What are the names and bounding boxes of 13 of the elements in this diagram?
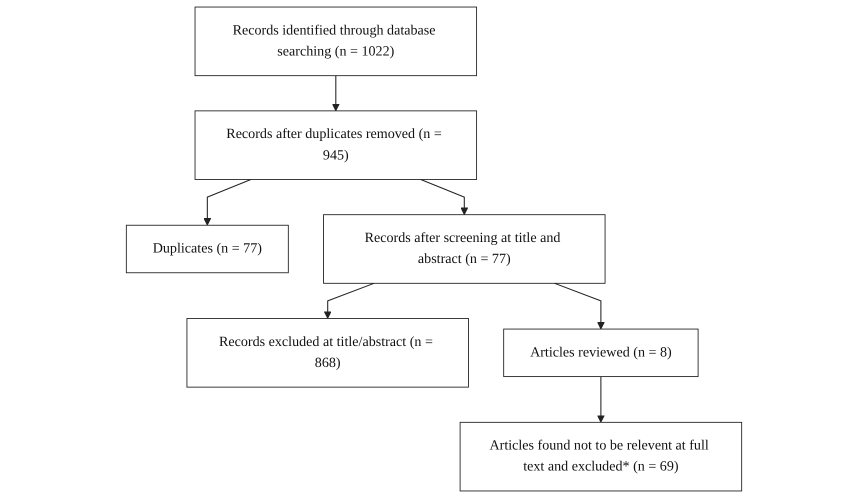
arrow <box>332 76 340 112</box>
node-box: Records after duplicates removed (n = 945) <box>194 110 478 180</box>
node-box: Duplicates (n = 77) <box>126 224 289 274</box>
node-box: Records identified through database searching (n = 1022) <box>194 6 478 76</box>
node-box: Articles found not to be relevent at full text and excluded* (n = 69) <box>460 422 742 492</box>
node-box: Records after screening at title and abstract (n = 77) <box>323 214 606 284</box>
node-box: Records excluded at title/abstract (n = 868) <box>186 318 469 388</box>
arrow <box>324 282 374 319</box>
arrow <box>554 282 605 330</box>
arrow <box>420 179 468 216</box>
arrow <box>597 376 605 423</box>
node-box: Articles reviewed (n = 8) <box>503 328 699 378</box>
arrow <box>203 179 252 226</box>
